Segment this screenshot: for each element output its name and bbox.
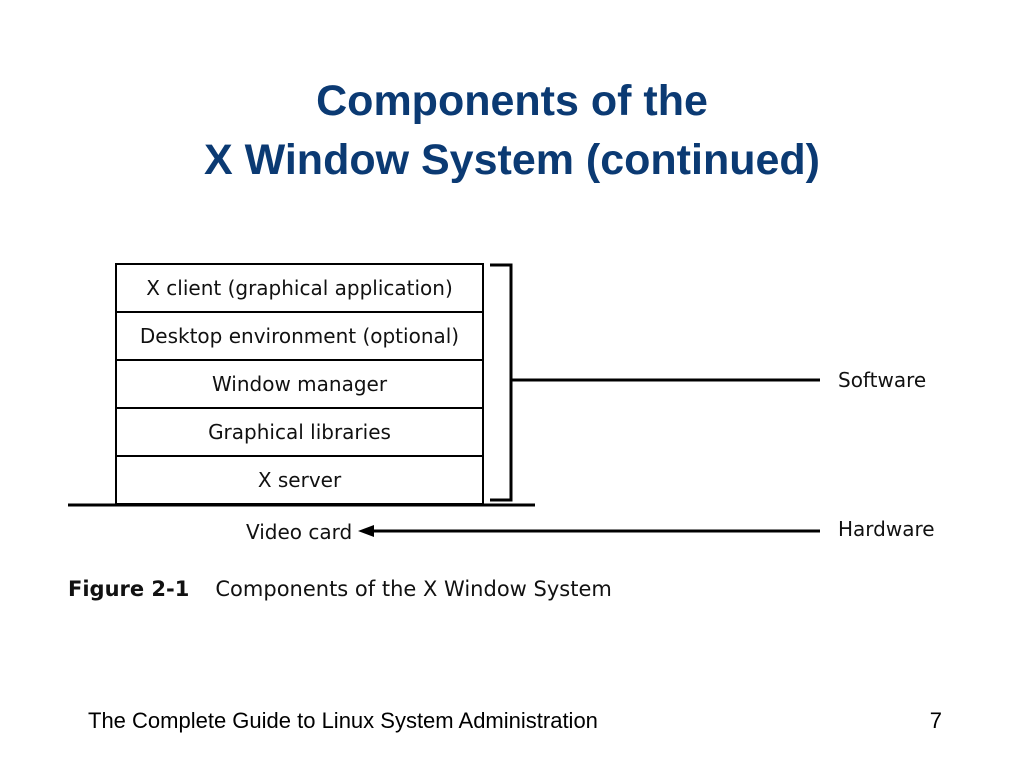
software-bracket — [490, 263, 513, 502]
layer-window-manager: Window manager — [115, 359, 484, 409]
figure-number: Figure 2-1 — [68, 577, 190, 601]
layer-x-server: X server — [115, 455, 484, 505]
figure-caption-text: Components of the X Window System — [215, 577, 612, 601]
video-card-label: Video card — [246, 520, 353, 544]
layer-x-client: X client (graphical application) — [115, 263, 484, 313]
slide-title-line-2: X Window System (continued) — [204, 136, 820, 184]
hardware-label: Hardware — [838, 517, 935, 541]
page-number: 7 — [929, 708, 942, 733]
hardware-arrowhead — [358, 525, 374, 537]
figure-caption: Figure 2-1 Components of the X Window Sys… — [68, 577, 612, 601]
footer-text: The Complete Guide to Linux System Admin… — [88, 708, 598, 733]
layer-graphical-libraries: Graphical libraries — [115, 407, 484, 457]
layer-desktop-environment: Desktop environment (optional) — [115, 311, 484, 361]
slide-title-line-1: Components of the — [316, 77, 708, 125]
software-label: Software — [838, 368, 927, 392]
slide-title: Components of the X Window System (conti… — [0, 72, 1024, 190]
